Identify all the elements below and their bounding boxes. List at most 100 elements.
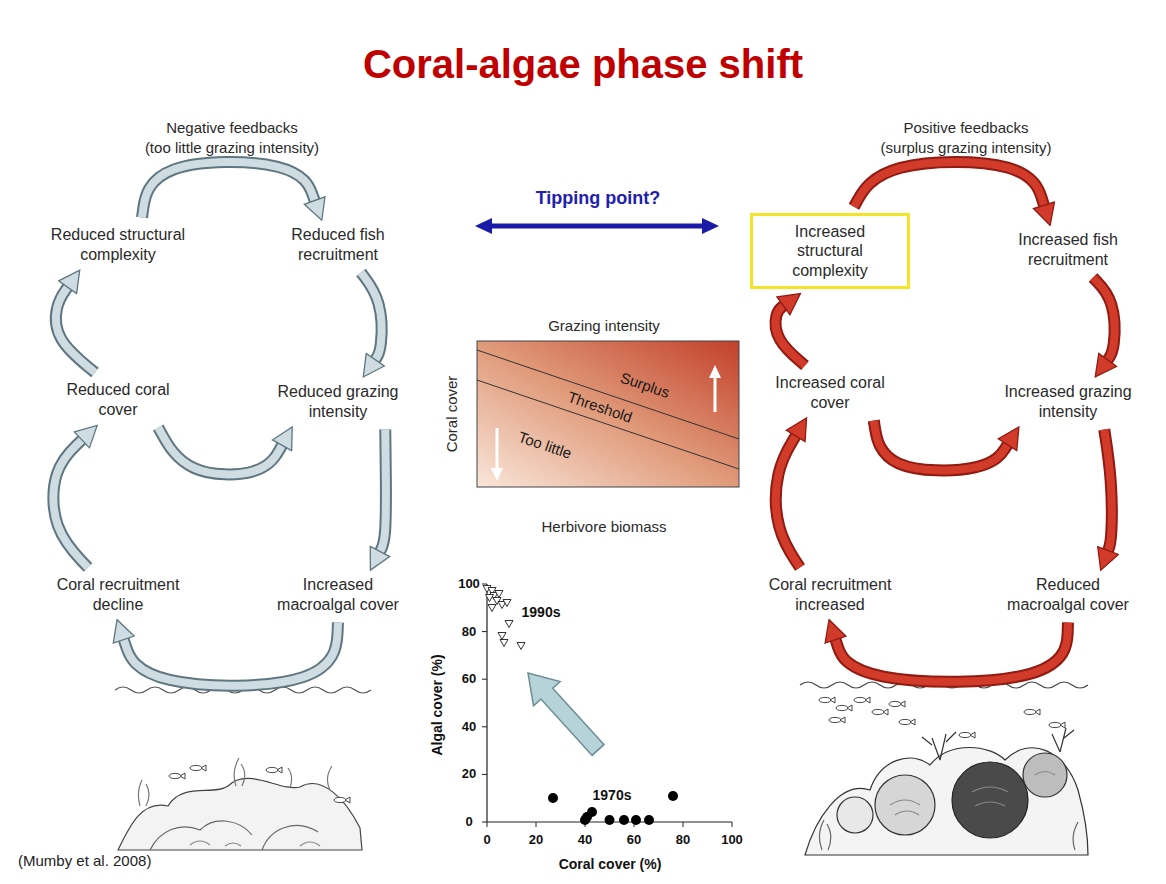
node-text: Reduced fish recruitment xyxy=(286,225,391,264)
highlighted-box: Increased structural complexity xyxy=(750,213,910,290)
plot-label: 1970s xyxy=(593,787,632,803)
illustration-part xyxy=(829,717,845,723)
illustration-part xyxy=(875,775,935,835)
illustration-part xyxy=(952,762,1028,838)
feedback-arrow-group xyxy=(854,162,1044,207)
cycle-step: Increased grazing intensity xyxy=(996,380,1141,423)
feedback-arrow-group xyxy=(1093,278,1115,360)
axis-label: Grazing intensity xyxy=(548,317,660,334)
illustration-part xyxy=(262,826,318,850)
illustration-part xyxy=(536,822,537,827)
feedback-arrow-outline xyxy=(56,287,95,372)
tick-label: 40 xyxy=(578,833,592,848)
feedback-arrow-group xyxy=(361,273,382,360)
illustration-part xyxy=(477,350,739,439)
feedback-arrow-outline xyxy=(836,623,1068,682)
tick-label: 20 xyxy=(462,767,476,782)
cycle-step: Reduced fish recruitment xyxy=(281,223,396,266)
illustration-part xyxy=(683,822,684,827)
feedback-arrow xyxy=(1093,278,1115,360)
feedback-arrow xyxy=(380,430,386,552)
tick-label: 100 xyxy=(458,577,480,592)
illustration-part xyxy=(266,767,282,773)
illustration-part xyxy=(714,378,717,412)
illustration-part xyxy=(487,822,488,827)
illustration-part xyxy=(482,726,487,727)
illustration-part xyxy=(1049,722,1065,728)
node-text: Increased coral cover xyxy=(773,373,888,412)
feedback-arrow-outline xyxy=(1104,430,1112,551)
feedback-arrow-outline xyxy=(874,421,1008,471)
cycle-step: Reduced coral cover xyxy=(61,378,176,421)
tick-label: 60 xyxy=(462,672,476,687)
tick-label: 80 xyxy=(676,833,690,848)
node-text: Increased grazing intensity xyxy=(1001,382,1136,421)
illustration-part xyxy=(836,705,852,711)
illustration-part xyxy=(488,605,496,612)
header: (too little grazing intensity) xyxy=(145,139,319,156)
feedback-arrow xyxy=(776,436,800,568)
illustration-part xyxy=(587,807,597,817)
illustration-part xyxy=(482,822,487,823)
illustration-part xyxy=(1023,753,1067,797)
illustration-part xyxy=(118,778,362,850)
illustration-part xyxy=(486,584,487,822)
cycle-step: Coral recruitment decline xyxy=(43,573,193,616)
feedback-arrow-outline xyxy=(1093,278,1115,360)
illustration-part xyxy=(872,709,888,715)
node-text: Increased fish recruitment xyxy=(1011,230,1126,269)
cycle-step: Increased coral cover xyxy=(768,371,893,414)
illustration-part xyxy=(922,728,1074,760)
illustration-part xyxy=(334,797,350,803)
feedback-arrow xyxy=(854,162,1044,207)
cycle-step: Coral recruitment increased xyxy=(755,573,905,616)
citation: (Mumby et al. 2008) xyxy=(18,852,151,869)
healthy-reef-scene xyxy=(800,682,1088,855)
feedback-arrow xyxy=(776,306,805,366)
feedback-arrow xyxy=(56,287,95,372)
cycle-step: Increased macroalgal cover xyxy=(271,573,406,616)
feedback-arrow xyxy=(874,421,1008,471)
illustration-part xyxy=(1024,709,1040,715)
illustration-part xyxy=(548,793,558,803)
feedback-arrow-outline xyxy=(158,428,282,475)
node-text: Coral recruitment decline xyxy=(48,575,188,614)
illustration-part xyxy=(477,380,739,469)
cycle-step: Reduced macroalgal cover xyxy=(1001,573,1136,616)
feedback-arrow xyxy=(142,162,315,217)
illustration-part xyxy=(503,600,511,607)
cycle-step: Increased fish recruitment xyxy=(1006,228,1131,271)
plot-label: 1990s xyxy=(522,604,561,620)
feedback-arrow-outline xyxy=(776,306,805,366)
node-text: Reduced coral cover xyxy=(66,380,171,419)
zone-label: Too little xyxy=(516,428,574,462)
node-text: Reduced structural complexity xyxy=(43,225,193,264)
illustration-part xyxy=(477,341,739,487)
illustration-part xyxy=(668,791,678,801)
illustration-part xyxy=(482,631,487,632)
illustration-part xyxy=(482,679,487,680)
illustration-part xyxy=(819,697,835,703)
illustration-part xyxy=(644,815,654,825)
illustration-part xyxy=(605,815,615,825)
illustration-part xyxy=(190,765,206,771)
node-text: Increased structural complexity xyxy=(763,222,897,281)
illustration-part xyxy=(500,640,508,647)
tick-label: 0 xyxy=(483,833,490,848)
feedback-arrow xyxy=(158,428,282,475)
illustration-part xyxy=(498,633,506,640)
tick-label: 100 xyxy=(721,833,743,848)
illustration-part xyxy=(495,591,503,598)
cycle-step: Reduced structural complexity xyxy=(38,223,198,266)
feedback-arrow-outline xyxy=(361,273,382,360)
illustration-part xyxy=(505,621,513,628)
tick-label: 0 xyxy=(465,815,472,830)
tick-label: 80 xyxy=(462,624,476,639)
feedback-arrow-outline xyxy=(776,436,800,568)
feedback-arrow xyxy=(53,440,88,568)
zone-label: Threshold xyxy=(566,388,635,426)
feedback-arrow-group xyxy=(53,440,88,568)
degraded-reef-scene xyxy=(115,687,371,850)
header: Positive feedbacks xyxy=(903,119,1028,136)
